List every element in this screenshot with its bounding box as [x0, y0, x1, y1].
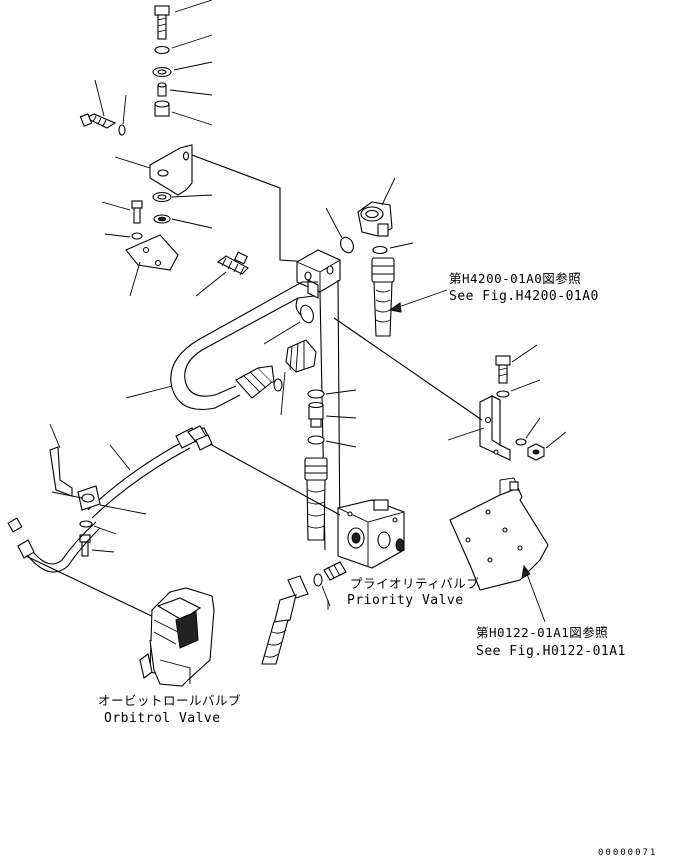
middle-hose [304, 457, 328, 541]
o-ring-3 [273, 378, 283, 392]
priority-valve-body [337, 499, 405, 569]
threaded-stud [216, 251, 249, 276]
o-ring-2 [372, 245, 388, 255]
valve-connector [323, 561, 347, 581]
orbitrol-valve-jp-label: オービットロールバルブ [98, 693, 242, 708]
spacer-pin [157, 82, 167, 97]
upper-hose [371, 257, 395, 337]
small-elbow [187, 425, 213, 451]
left-tube [7, 517, 101, 573]
tube-nut [235, 365, 275, 399]
adapter [308, 401, 324, 428]
drawing-code: 00000071 [598, 848, 658, 858]
small-bolt [131, 200, 143, 224]
elbow-fitting [357, 201, 393, 237]
clamp-washer [79, 520, 93, 528]
washer-3 [152, 191, 172, 203]
o-ring-6 [313, 573, 323, 587]
left-clamp-bracket [49, 446, 73, 497]
lower-hose [261, 575, 309, 665]
support-plate [449, 477, 549, 591]
clamp-bolt [79, 534, 91, 557]
side-washer [118, 124, 126, 136]
center-fitting [285, 339, 317, 373]
ref-h0122-jp-label: 第H0122-01A1図参照 [476, 625, 609, 640]
right-bolt [495, 355, 511, 384]
o-ring-5 [307, 435, 325, 445]
orbitrol-valve-body [139, 587, 215, 687]
ref-h0122-en-label: See Fig.H0122-01A1 [476, 644, 626, 659]
lock-washer [153, 214, 171, 224]
o-ring-1 [340, 236, 354, 254]
ref-h4200-jp-label: 第H4200-01A0図参照 [449, 271, 582, 286]
washer-1 [154, 45, 170, 55]
steering-hose [87, 427, 211, 519]
manifold-block [296, 249, 341, 299]
o-ring-4 [307, 389, 325, 399]
small-washer [131, 232, 143, 240]
side-bolt [79, 113, 117, 129]
mount-plate [125, 234, 179, 271]
bent-tube [170, 281, 318, 410]
right-washer [496, 390, 510, 398]
clamp [77, 485, 101, 511]
right-washer-2 [515, 438, 527, 446]
right-bracket [479, 395, 511, 461]
upper-bracket [149, 144, 193, 196]
priority-valve-jp-label: プライオリティバルブ [350, 576, 480, 591]
right-nut [527, 443, 545, 461]
washer-2 [152, 66, 172, 78]
priority-valve-en-label: Priority Valve [347, 593, 464, 608]
ref-h4200-en-label: See Fig.H4200-01A0 [449, 289, 599, 304]
bushing [154, 100, 170, 117]
orbitrol-valve-en-label: Orbitrol Valve [104, 711, 221, 726]
top-bolt [154, 5, 170, 40]
